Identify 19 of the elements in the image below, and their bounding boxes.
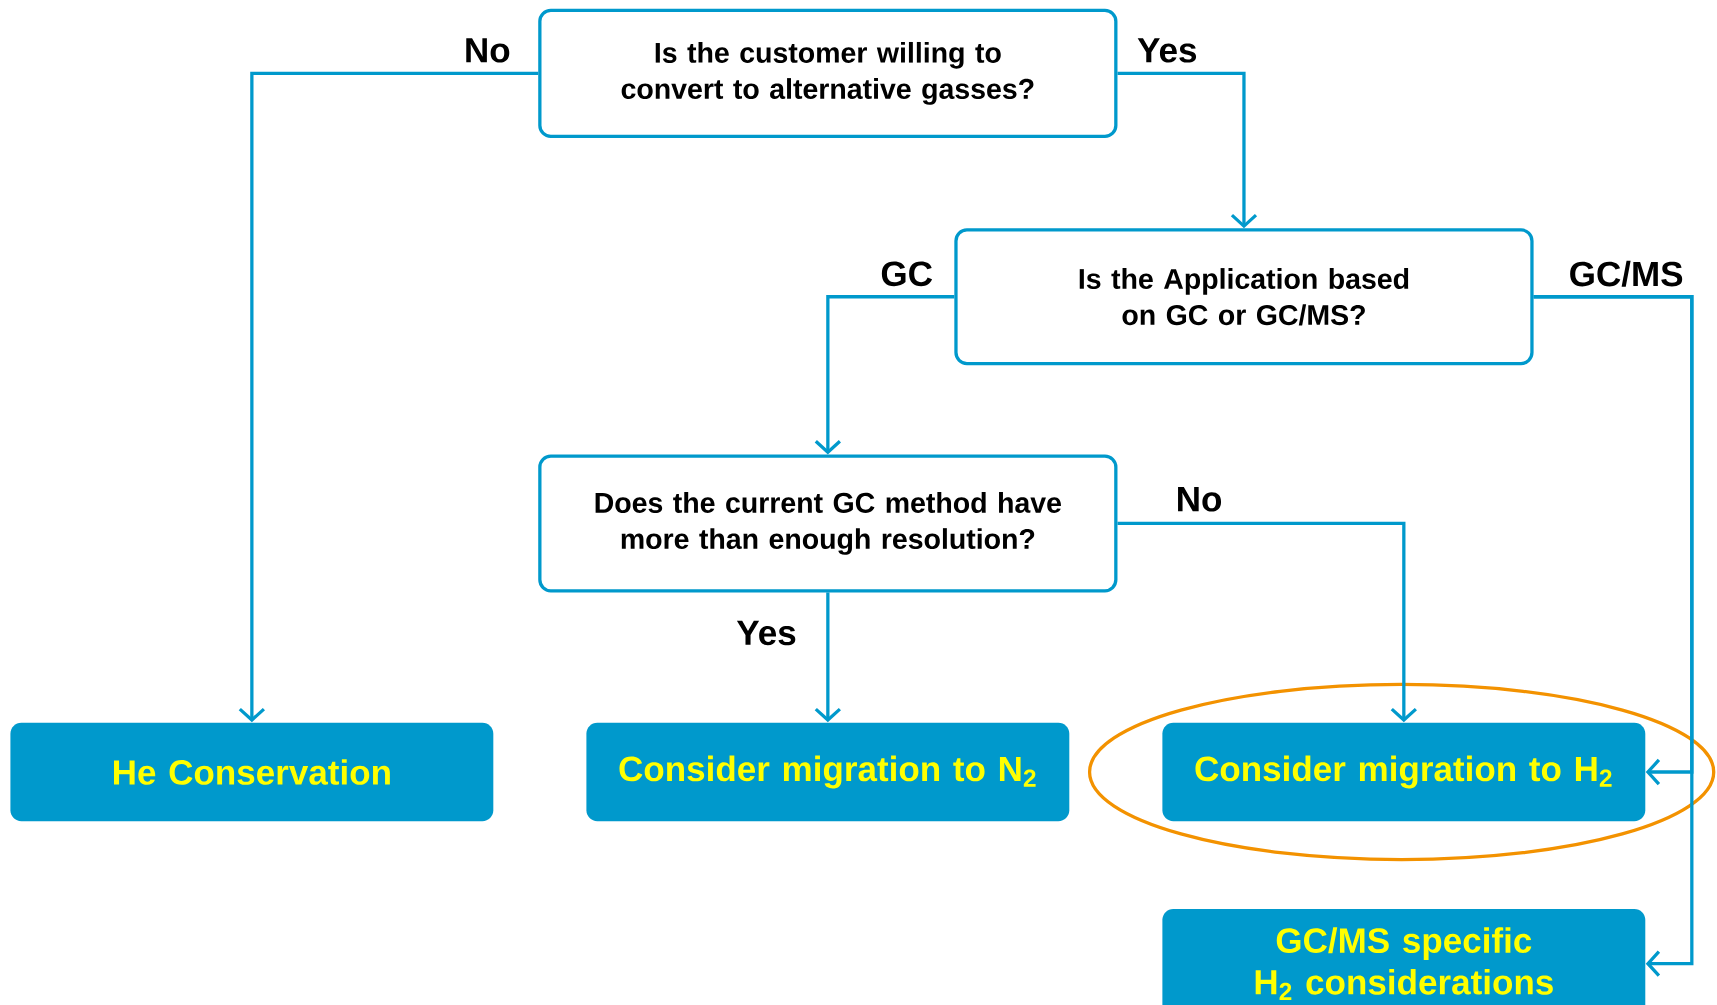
arrow [1533, 295, 1694, 977]
edge-label: GC [881, 261, 933, 287]
edge-label: Yes [1137, 38, 1197, 63]
edge-label: Yes [736, 620, 796, 646]
outcome-box: GC/MS specific H$_{2}$ considerations [1162, 908, 1646, 1005]
decision-box: Does the current GC method have more than enough resolution? [538, 454, 1118, 593]
outcome-box: Consider migration to H$_{2}$ [1162, 722, 1646, 822]
decision-box: Is the Application based on GC or GC/MS? [954, 228, 1534, 366]
arrow [814, 295, 955, 455]
outcome-box: Consider migration to N$_{2}$ [586, 722, 1070, 822]
edge-label: GC/MS [1570, 260, 1683, 287]
arrow [1117, 71, 1258, 229]
outcome-box: He Conservation [10, 722, 494, 822]
arrow [814, 592, 841, 723]
decision-box: Is the customer willing to convert to alternative gasses? [538, 8, 1118, 138]
edge-label: No [466, 38, 510, 63]
edge-label: No [1178, 487, 1222, 512]
arrow [1117, 521, 1417, 723]
arrow [238, 71, 539, 723]
